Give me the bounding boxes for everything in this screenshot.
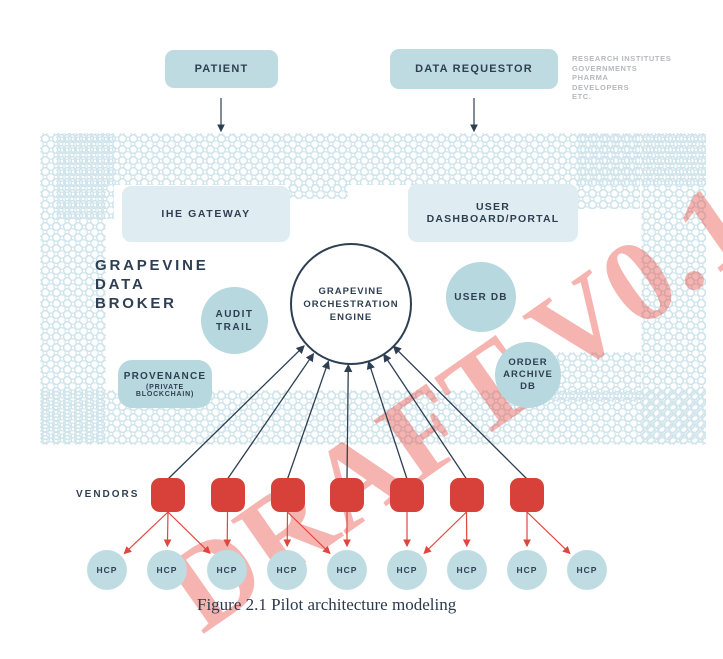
provenance-sub-line: (PRIVATE xyxy=(146,384,184,391)
provenance-title: PROVENANCE xyxy=(124,371,207,382)
requestor-example: RESEARCH INSTITUTES xyxy=(572,54,671,64)
vendor-node xyxy=(390,478,424,512)
connector-line xyxy=(168,512,210,553)
broker-title-line: BROKER xyxy=(95,294,209,313)
hcp-node: HCP xyxy=(327,550,367,590)
provenance-box: PROVENANCE (PRIVATE BLOCKCHAIN) xyxy=(118,360,212,408)
connector-line xyxy=(527,512,570,553)
audit-trail-line: AUDIT xyxy=(215,308,253,321)
connector-line xyxy=(228,354,314,479)
ihe-gateway-label: IHE GATEWAY xyxy=(161,208,250,220)
user-dashboard-label: USER DASHBOARD/PORTAL xyxy=(408,201,578,225)
order-archive-line: ORDER xyxy=(508,357,547,369)
connector-line xyxy=(288,362,329,479)
diagram-canvas: { "top": { "patient_label": "PATIENT", "… xyxy=(0,0,723,611)
patient-label: PATIENT xyxy=(195,63,249,75)
broker-title: GRAPEVINE DATA BROKER xyxy=(95,256,209,313)
broker-title-line: GRAPEVINE xyxy=(95,256,209,275)
hcp-node: HCP xyxy=(267,550,307,590)
hcp-node: HCP xyxy=(87,550,127,590)
audit-trail-line: TRAIL xyxy=(216,321,253,334)
orchestration-engine-circle: GRAPEVINE ORCHESTRATION ENGINE xyxy=(290,243,412,365)
vendors-label: VENDORS xyxy=(76,489,139,500)
engine-line: ENGINE xyxy=(330,311,372,324)
vendor-node xyxy=(211,478,245,512)
engine-line: ORCHESTRATION xyxy=(303,298,398,311)
user-db-circle: USER DB xyxy=(446,262,516,332)
requestor-examples: RESEARCH INSTITUTES GOVERNMENTS PHARMA D… xyxy=(572,54,671,102)
broker-title-line: DATA xyxy=(95,275,209,294)
hcp-node: HCP xyxy=(147,550,187,590)
order-archive-line: ARCHIVE xyxy=(503,369,553,381)
order-archive-db-circle: ORDER ARCHIVE DB xyxy=(495,342,561,408)
user-dashboard-box: USER DASHBOARD/PORTAL xyxy=(408,184,578,242)
vendor-node xyxy=(271,478,305,512)
vendor-node xyxy=(510,478,544,512)
connector-line xyxy=(167,512,168,546)
connector-line xyxy=(424,512,466,553)
provenance-sub-line: BLOCKCHAIN) xyxy=(136,391,194,398)
hcp-node: HCP xyxy=(387,550,427,590)
data-requestor-label: DATA REQUESTOR xyxy=(415,63,533,75)
connector-line xyxy=(369,362,407,479)
patient-box: PATIENT xyxy=(165,50,278,88)
user-db-label: USER DB xyxy=(454,292,507,303)
figure-caption: Figure 2.1 Pilot architecture modeling xyxy=(197,595,456,615)
requestor-example: GOVERNMENTS xyxy=(572,64,671,74)
hcp-node: HCP xyxy=(507,550,547,590)
connector-line xyxy=(124,512,168,553)
order-archive-line: DB xyxy=(520,381,536,393)
requestor-example: PHARMA xyxy=(572,73,671,83)
requestor-example: ETC. xyxy=(572,92,671,102)
audit-trail-circle: AUDIT TRAIL xyxy=(201,287,268,354)
connector-line xyxy=(288,512,330,553)
connector-line xyxy=(347,365,348,479)
vendor-node xyxy=(450,478,484,512)
vendor-node xyxy=(151,478,185,512)
vendor-node xyxy=(330,478,364,512)
data-requestor-box: DATA REQUESTOR xyxy=(390,49,558,89)
ihe-gateway-box: IHE GATEWAY xyxy=(122,186,290,242)
engine-line: GRAPEVINE xyxy=(319,285,384,298)
requestor-example: DEVELOPERS xyxy=(572,83,671,93)
hcp-node: HCP xyxy=(207,550,247,590)
hcp-node: HCP xyxy=(447,550,487,590)
connector-line xyxy=(384,354,467,479)
hcp-node: HCP xyxy=(567,550,607,590)
